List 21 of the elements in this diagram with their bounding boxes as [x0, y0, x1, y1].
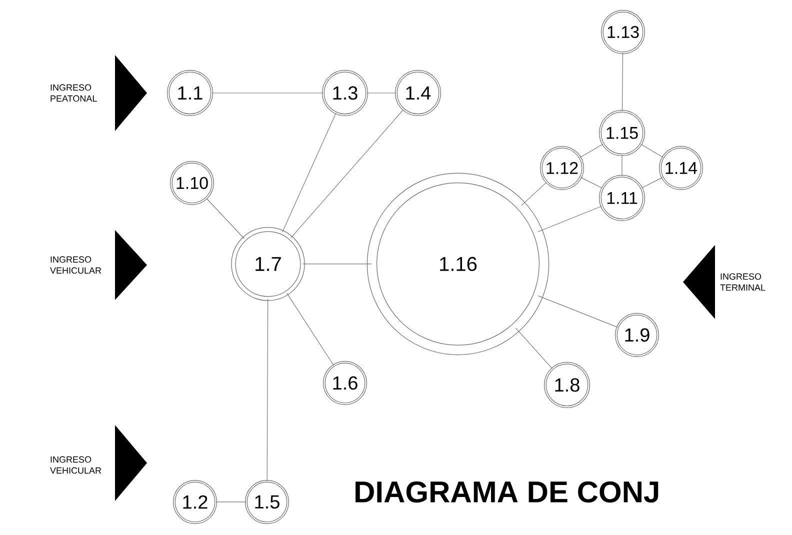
connector-line — [515, 328, 552, 369]
title: DIAGRAMA DE CONJ — [356, 481, 658, 503]
connector-line — [212, 92, 324, 94]
connector-line — [640, 144, 664, 158]
connector-line — [580, 144, 604, 158]
connector-line — [206, 198, 244, 239]
connector-line — [580, 177, 603, 188]
connector-line — [286, 292, 334, 366]
connector-line — [538, 206, 602, 232]
entry-label: INGRESO VEHICULAR — [50, 256, 102, 274]
connector-line — [366, 92, 396, 94]
connector-line — [521, 182, 547, 206]
connector-line — [266, 298, 268, 482]
entry-label: INGRESO PEATONAL — [50, 84, 97, 102]
connector-line — [538, 296, 618, 328]
entry-label: INGRESO VEHICULAR — [50, 456, 102, 474]
connector-line — [622, 52, 624, 112]
connector-line — [290, 109, 404, 238]
connector-line — [282, 112, 336, 233]
connector-line — [641, 177, 662, 188]
entry-label: INGRESO TERMINAL — [720, 273, 766, 291]
